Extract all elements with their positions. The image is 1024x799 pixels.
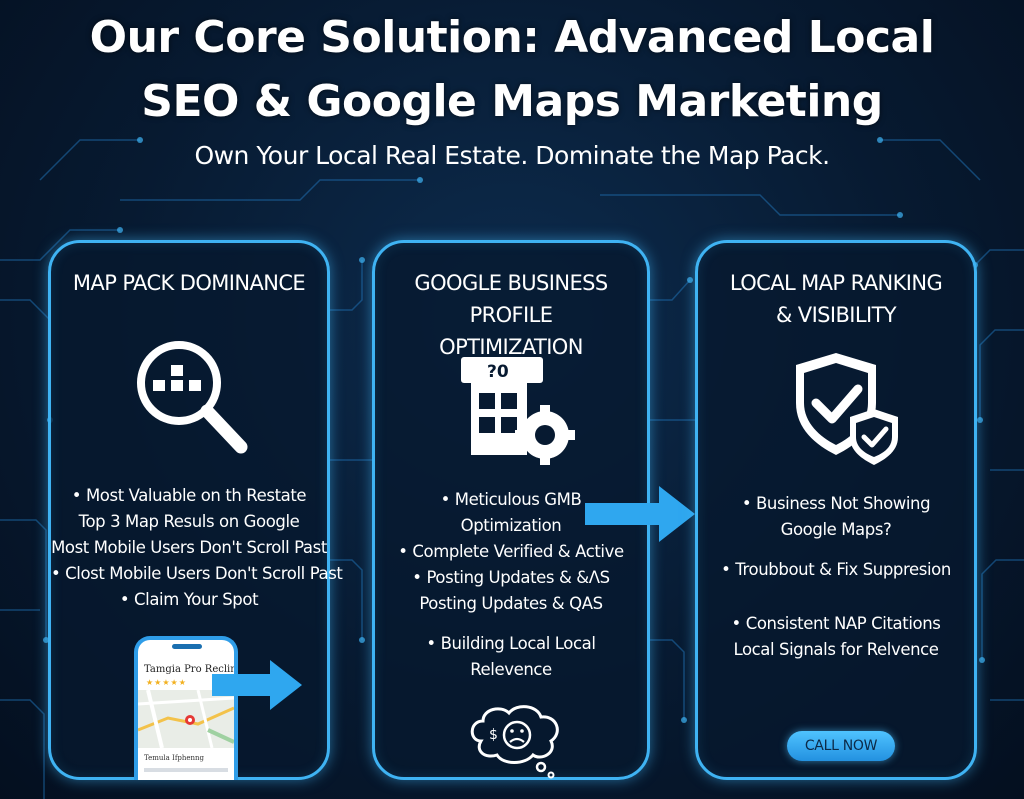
bullet-list: • Meticulous GMB Optimization • Complete… (375, 487, 647, 683)
card-title-line: LOCAL MAP RANKING (729, 271, 943, 295)
list-item: • Troubbout & Fix Suppresion (721, 560, 951, 579)
phone-listing-title: Tamgia Pro Reclina (144, 664, 238, 675)
card-title-line: GOOGLE BUSINESS PROFILE (414, 271, 608, 327)
page-subtitle: Own Your Local Real Estate. Dominate the… (194, 141, 830, 170)
building-gear-icon: ?0 (457, 355, 581, 472)
list-item: • Business Not Showing (741, 494, 931, 513)
phone-notch (172, 644, 202, 649)
list-item: • Consistent NAP Citations (731, 614, 941, 633)
list-item: • Claim Your Spot (119, 590, 259, 609)
thought-bubble-sad-icon: $ (467, 705, 567, 784)
shield-check-icon (790, 349, 906, 474)
rating-stars: ★★★★★ (146, 678, 187, 687)
card-title: LOCAL MAP RANKING & VISIBILITY (698, 267, 974, 331)
building-sign-text: ?0 (487, 362, 509, 382)
arrow-right-icon (585, 486, 697, 547)
page-title-line-1: Our Core Solution: Advanced Local (89, 12, 935, 63)
dollar-sign-text: $ (489, 727, 498, 743)
phone-action-bar (144, 768, 228, 772)
list-item: • Meticulous GMB (440, 490, 582, 509)
list-item: • Clost Mobile Users Don't Scroll Past (51, 564, 343, 583)
card-title-line: MAP PACK DOMINANCE (72, 271, 306, 295)
card-title: GOOGLE BUSINESS PROFILE OPTIMIZATION (375, 267, 647, 363)
list-item: Posting Updates & QAS (419, 594, 603, 613)
list-item: Most Mobile Users Don't Scroll Past (51, 538, 327, 557)
call-now-button[interactable]: CALL NOW (787, 731, 895, 761)
phone-map (138, 689, 234, 749)
arrow-right-icon (212, 660, 304, 715)
phone-mockup: Tamgia Pro Reclina ★★★★★ Temula Ifphenng (134, 636, 238, 780)
list-item: • Complete Verified & Active (398, 542, 624, 561)
list-item: Local Signals for Relvence (733, 640, 939, 659)
list-item: • Building Local Local (426, 634, 596, 653)
card-title: MAP PACK DOMINANCE (51, 267, 327, 299)
card-title-line: OPTIMIZATION (439, 335, 583, 359)
card-local-map-ranking: LOCAL MAP RANKING & VISIBILITY • Busines… (695, 240, 977, 780)
list-item: • Most Valuable on th Restate (71, 486, 307, 505)
list-item: Google Maps? (780, 520, 892, 539)
magnifier-icon (129, 335, 259, 470)
list-item: Relevence (470, 660, 552, 679)
list-item: Optimization (460, 516, 562, 535)
card-title-line: & VISIBILITY (775, 303, 897, 327)
bullet-list: • Most Valuable on th Restate Top 3 Map … (51, 483, 343, 613)
bullet-list: • Business Not Showing Google Maps? • Tr… (698, 491, 974, 663)
list-item: • Posting Updates & &ΛS (412, 568, 610, 587)
page-title-line-2: SEO & Google Maps Marketing (141, 76, 883, 127)
phone-listing-footer: Temula Ifphenng (144, 754, 205, 762)
list-item: Top 3 Map Resuls on Google (78, 512, 300, 531)
